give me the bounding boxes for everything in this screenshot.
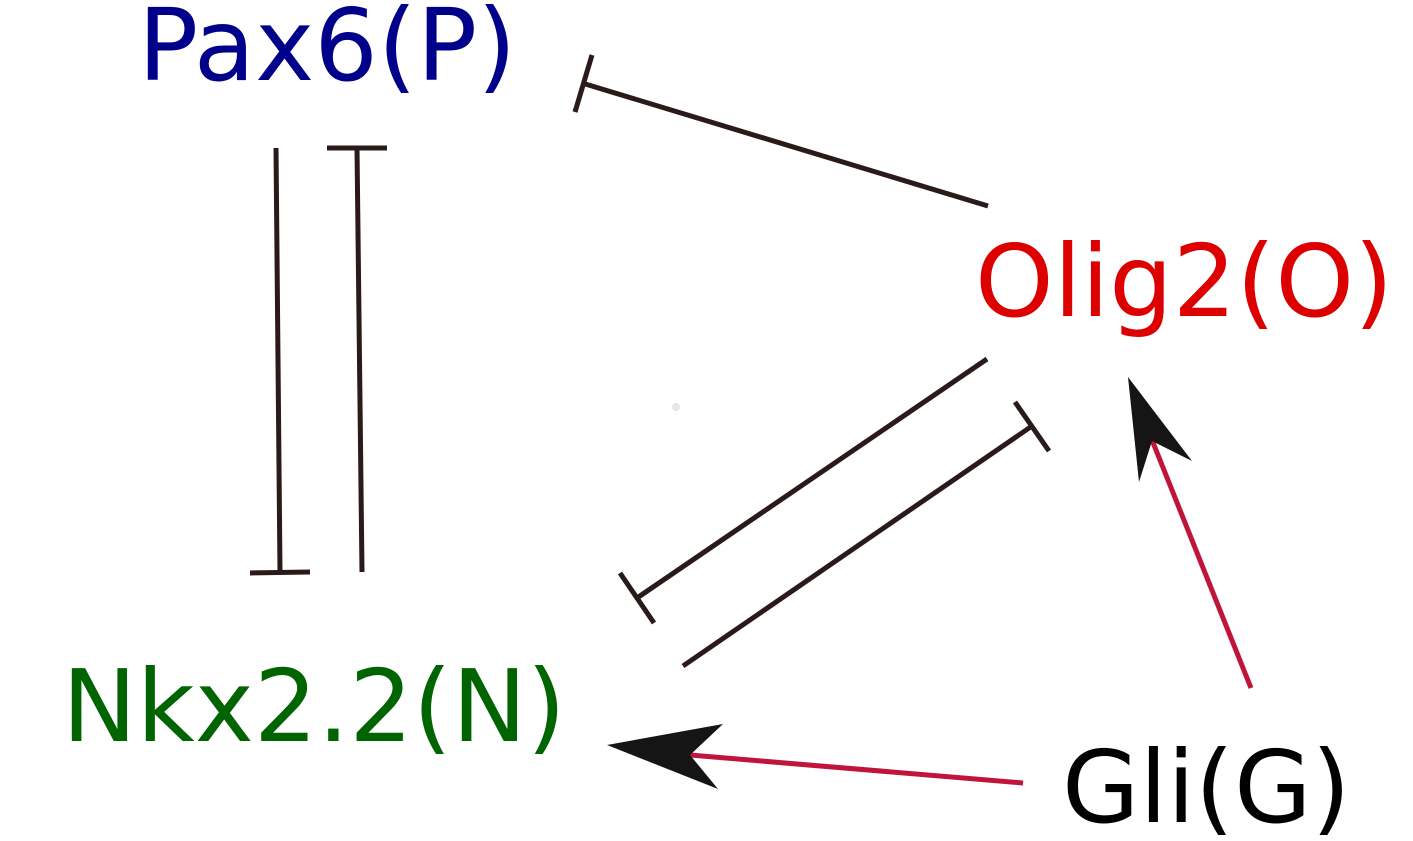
node-label-olig2: Olig2(O) bbox=[975, 223, 1393, 340]
inhibition-line bbox=[354, 147, 365, 573]
edge-nkx22-inhibits-pax6 bbox=[327, 145, 387, 573]
stray-dot bbox=[672, 403, 680, 411]
node-label-gli: Gli(G) bbox=[1062, 729, 1351, 841]
edge-olig2-inhibits-nkx22 bbox=[617, 356, 989, 625]
inhibition-line bbox=[581, 80, 989, 209]
edge-olig2-inhibits-pax6 bbox=[572, 54, 989, 209]
inhibition-line bbox=[635, 356, 989, 601]
activation-line bbox=[689, 752, 1024, 786]
inhibition-bar bbox=[572, 54, 595, 113]
arrowhead bbox=[1128, 377, 1192, 482]
edge-nkx22-inhibits-olig2 bbox=[681, 400, 1052, 669]
inhibition-bar bbox=[249, 569, 311, 576]
edge-pax6-inhibits-nkx22 bbox=[249, 147, 311, 576]
inhibition-line bbox=[681, 423, 1034, 669]
edge-gli-activates-olig2 bbox=[1128, 377, 1254, 689]
node-label-pax6: Pax6(P) bbox=[138, 0, 516, 104]
node-label-nkx22: Nkx2.2(N) bbox=[62, 648, 566, 765]
activation-line bbox=[1149, 439, 1254, 689]
edge-gli-activates-nkx22 bbox=[607, 724, 1024, 789]
inhibition-line bbox=[273, 147, 283, 573]
inhibition-bar bbox=[617, 571, 657, 625]
arrowhead bbox=[607, 724, 723, 789]
inhibition-bar bbox=[1012, 400, 1052, 453]
